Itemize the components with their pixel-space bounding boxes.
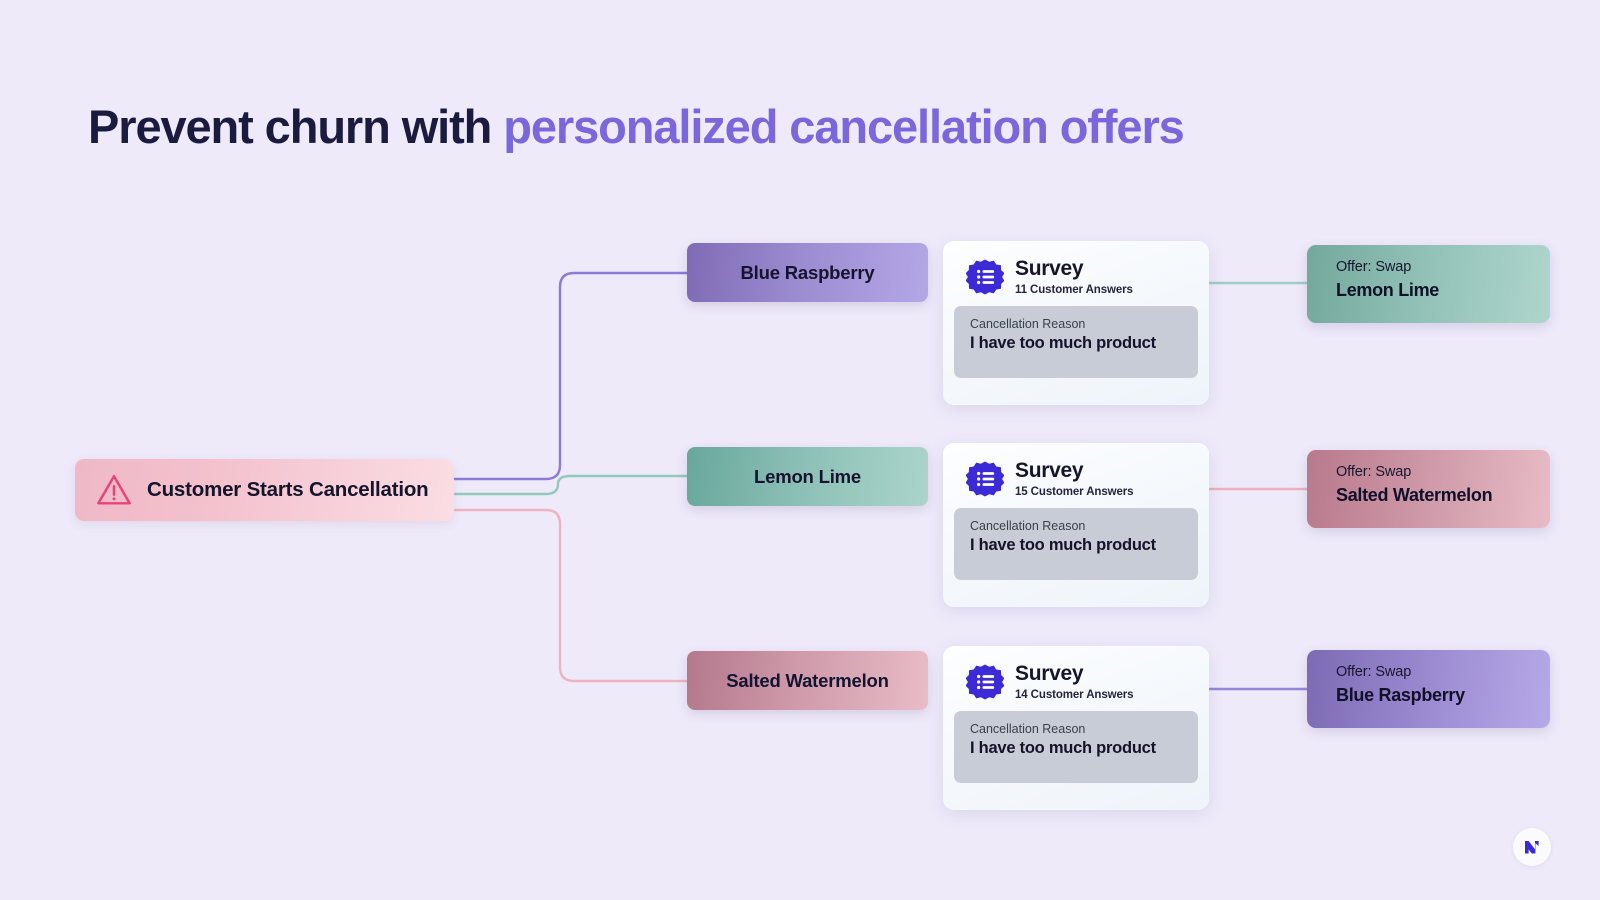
offer-node-salted-watermelon[interactable]: Offer: Swap Salted Watermelon xyxy=(1307,450,1550,528)
survey-card[interactable]: Survey 14 Customer Answers Cancellation … xyxy=(943,646,1209,810)
flavor-node-blue-raspberry[interactable]: Blue Raspberry xyxy=(687,243,928,302)
offer-value: Blue Raspberry xyxy=(1336,685,1465,705)
connector-trigger-to-lemon-lime xyxy=(453,474,689,496)
survey-badge-icon xyxy=(966,461,1004,497)
cancellation-reason-panel: Cancellation Reason I have too much prod… xyxy=(954,508,1198,580)
survey-card-answer-count: 15 Customer Answers xyxy=(1015,485,1134,498)
cancellation-reason-value: I have too much product xyxy=(970,536,1156,554)
connector-trigger-to-blue-raspberry xyxy=(453,271,689,481)
offer-node-lemon-lime[interactable]: Offer: Swap Lemon Lime xyxy=(1307,245,1550,323)
flavor-node-label: Lemon Lime xyxy=(754,465,861,487)
cancellation-reason-panel: Cancellation Reason I have too much prod… xyxy=(954,306,1198,378)
survey-card[interactable]: Survey 11 Customer Answers Cancellation … xyxy=(943,241,1209,405)
flavor-node-lemon-lime[interactable]: Lemon Lime xyxy=(687,447,928,506)
flavor-node-label: Salted Watermelon xyxy=(726,669,889,691)
survey-card-header: Survey 14 Customer Answers xyxy=(954,658,1198,711)
cancellation-reason-value: I have too much product xyxy=(970,739,1156,757)
survey-card-titles: Survey 11 Customer Answers xyxy=(1015,257,1133,296)
flavor-node-label: Blue Raspberry xyxy=(740,261,875,283)
survey-card-answer-count: 14 Customer Answers xyxy=(1015,688,1134,701)
survey-card-answer-count: 11 Customer Answers xyxy=(1015,283,1133,296)
offer-kicker: Offer: Swap xyxy=(1336,464,1412,480)
cancellation-reason-label: Cancellation Reason xyxy=(970,519,1086,533)
survey-badge-icon xyxy=(966,259,1004,295)
survey-card[interactable]: Survey 15 Customer Answers Cancellation … xyxy=(943,443,1209,607)
warning-triangle-icon xyxy=(97,474,131,505)
survey-card-header: Survey 11 Customer Answers xyxy=(954,253,1198,306)
survey-card-titles: Survey 14 Customer Answers xyxy=(1015,662,1134,701)
cancellation-reason-value: I have too much product xyxy=(970,334,1156,352)
offer-value: Lemon Lime xyxy=(1336,280,1440,300)
brand-logo-icon xyxy=(1513,828,1551,866)
survey-card-titles: Survey 15 Customer Answers xyxy=(1015,459,1134,498)
cancellation-reason-label: Cancellation Reason xyxy=(970,722,1086,736)
page-title-accent: personalized cancellation offers xyxy=(503,100,1185,154)
offer-node-blue-raspberry[interactable]: Offer: Swap Blue Raspberry xyxy=(1307,650,1550,728)
offer-kicker: Offer: Swap xyxy=(1336,259,1412,275)
offer-value: Salted Watermelon xyxy=(1336,485,1493,505)
survey-card-title: Survey xyxy=(1015,257,1084,281)
connector-trigger-to-salted-watermelon xyxy=(453,508,689,683)
cancellation-reason-panel: Cancellation Reason I have too much prod… xyxy=(954,711,1198,783)
offer-kicker: Offer: Swap xyxy=(1336,664,1412,680)
survey-card-header: Survey 15 Customer Answers xyxy=(954,455,1198,508)
survey-badge-icon xyxy=(966,664,1004,700)
flavor-node-salted-watermelon[interactable]: Salted Watermelon xyxy=(687,651,928,710)
page-title-primary: Prevent churn with xyxy=(88,100,504,154)
survey-card-title: Survey xyxy=(1015,459,1084,483)
trigger-node-label: Customer Starts Cancellation xyxy=(147,478,429,501)
cancellation-reason-label: Cancellation Reason xyxy=(970,317,1086,331)
trigger-node-customer-starts-cancellation[interactable]: Customer Starts Cancellation xyxy=(75,459,453,521)
page-title: Prevent churn with personalized cancella… xyxy=(88,99,1185,155)
survey-card-title: Survey xyxy=(1015,662,1084,686)
